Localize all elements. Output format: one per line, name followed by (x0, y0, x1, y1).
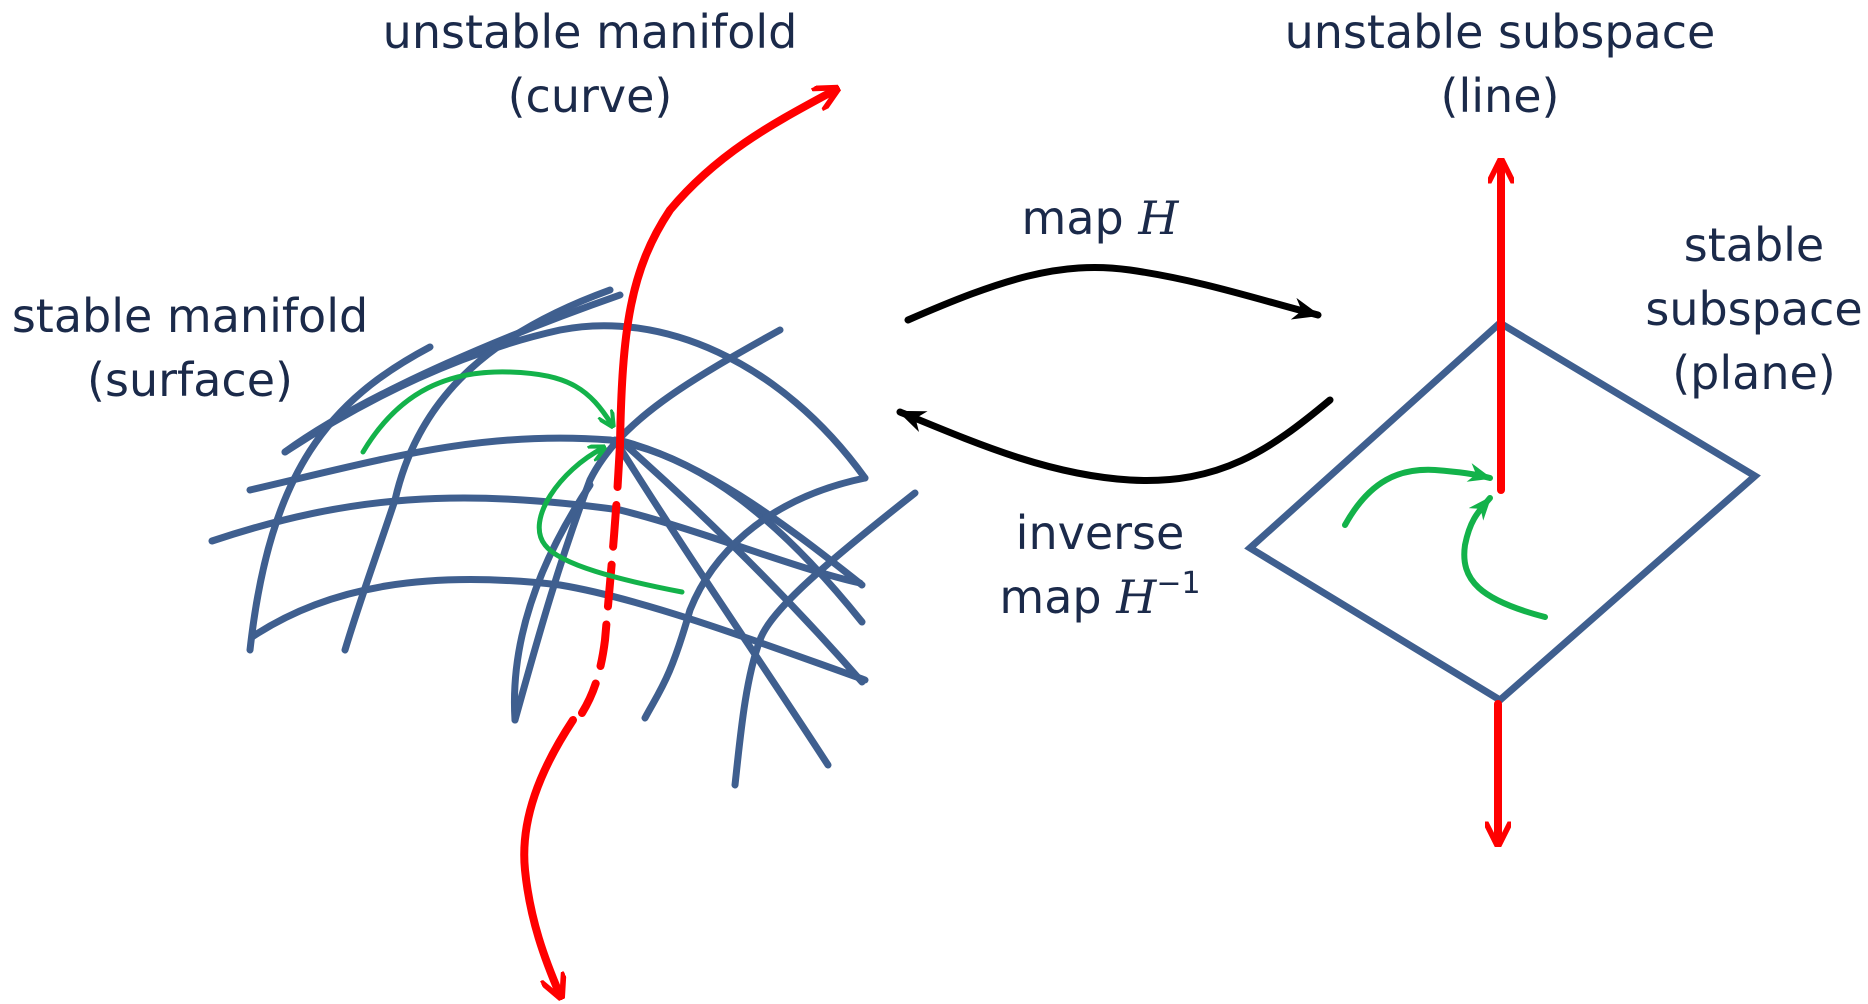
grid-curve (641, 474, 869, 722)
grid-curve (246, 434, 866, 626)
inverse-map-exponent: −1 (1156, 566, 1201, 601)
unstable-manifold-upper-branch (616, 90, 835, 449)
grid-curve (611, 436, 832, 769)
stable-manifold-trajectories (360, 369, 685, 595)
map-h-symbol: H (1138, 191, 1179, 245)
grid-curve (511, 326, 784, 724)
grid-curve (281, 291, 624, 456)
map-arrows (896, 263, 1334, 484)
map-h-arrow (904, 263, 1322, 324)
unstable-manifold-label: unstable manifold (curve) (345, 0, 835, 128)
map-h-prefix: map (1021, 191, 1139, 245)
grid-curve (246, 343, 434, 654)
stable-manifold-subtitle: (surface) (87, 353, 293, 407)
inverse-map-prefix: map (999, 570, 1117, 624)
subspace-trajectory-bottom (1461, 495, 1548, 620)
trajectory-top (360, 369, 612, 455)
unstable-manifold-curve (520, 90, 835, 995)
stable-manifold-title: stable manifold (11, 289, 369, 343)
stable-subspace-line2: subspace (1645, 282, 1863, 336)
inverse-map-line1: inverse (1015, 506, 1185, 560)
grid-curve (510, 481, 594, 724)
unstable-manifold-subtitle: (curve) (507, 69, 673, 123)
stable-subspace-line1: stable (1683, 218, 1825, 272)
stable-subspace-line3: (plane) (1672, 346, 1836, 400)
stable-manifold-surface (208, 286, 919, 789)
stable-subspace-plane (1244, 318, 1761, 705)
stable-subspace-label: stable subspace (plane) (1640, 213, 1868, 405)
stable-subspace-trajectories (1342, 463, 1548, 620)
trajectory-loop (536, 448, 685, 595)
stable-manifold-label: stable manifold (surface) (0, 284, 380, 412)
inverse-map-symbol: H (1116, 570, 1157, 624)
unstable-subspace-subtitle: (line) (1440, 69, 1560, 123)
inverse-map-line2: map H−1 (975, 565, 1225, 629)
inverse-map-arrow (896, 396, 1334, 484)
map-h-label: map H (990, 186, 1210, 250)
map-h-text: map H (990, 186, 1210, 250)
grid-curve (248, 576, 869, 684)
unstable-subspace-label: unstable subspace (line) (1270, 0, 1730, 128)
unstable-subspace-title: unstable subspace (1284, 5, 1716, 59)
unstable-subspace-line (1498, 163, 1501, 842)
unstable-manifold-title: unstable manifold (382, 5, 798, 59)
grid-curve (208, 494, 864, 587)
unstable-manifold-hidden-segment (578, 441, 624, 717)
grid-curve (341, 286, 614, 654)
subspace-trajectory-left (1342, 463, 1493, 528)
grid-curve (616, 436, 866, 686)
grid-curve (731, 489, 919, 789)
unstable-manifold-lower-branch (520, 716, 577, 995)
inverse-map-label: inverse map H−1 (975, 501, 1225, 629)
